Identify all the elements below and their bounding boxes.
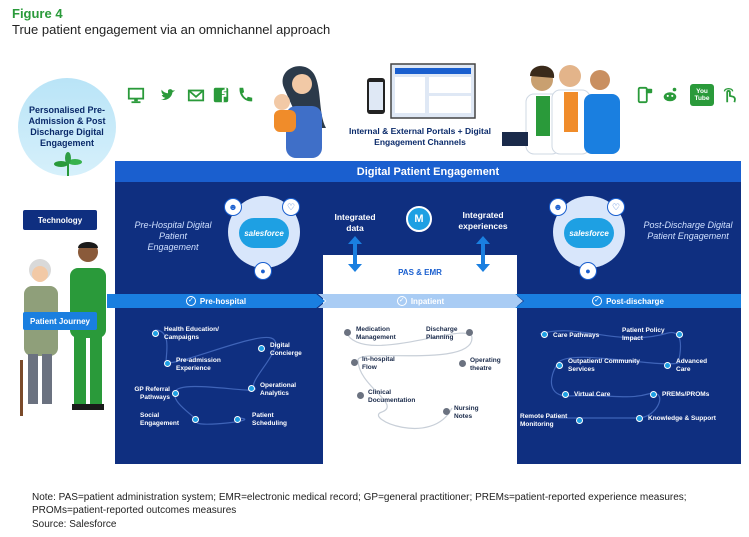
youtube-text: You Tube	[694, 88, 710, 102]
in-step-in-hospital-flow: In-hospital Flow	[362, 356, 395, 371]
post-step-outpatient-community: Outpatient/ Community Services	[568, 358, 640, 373]
post-step-prems-proms: PREMs/PROMs	[662, 391, 710, 398]
in-step-dot	[459, 360, 466, 367]
digital-patient-engagement-header: Digital Patient Engagement	[115, 161, 741, 182]
mother-child-illustration	[274, 66, 326, 158]
salesforce-text-right: salesforce	[569, 228, 609, 238]
post-step-remote-monitoring: Remote Patient Monitoring	[520, 413, 568, 428]
check-icon: ✓	[396, 296, 407, 306]
pas-emr-label: PAS & EMR	[398, 268, 442, 277]
salesforce-logo-right: salesforce	[564, 218, 614, 248]
post-step-dot	[541, 331, 548, 338]
people-icon: ☻	[549, 198, 567, 216]
clinicians-illustration	[502, 65, 620, 155]
post-step-virtual-care: Virtual Care	[574, 391, 611, 398]
pre-step-pre-admission: Pre-admission Experience	[176, 357, 221, 372]
integrated-data-arrow	[348, 236, 362, 272]
pre-step-dot	[192, 416, 199, 423]
pre-step-dot	[234, 416, 241, 423]
inpatient-path	[345, 331, 473, 429]
pre-step-gp-referral: GP Referral Pathways	[134, 386, 170, 401]
figure-note: Note: PAS=patient administration system;…	[32, 492, 687, 516]
post-step-dot	[676, 331, 683, 338]
band-inpatient-text: Inpatient	[410, 296, 445, 306]
post-step-dot	[664, 362, 671, 369]
check-icon: ✓	[185, 296, 196, 306]
phone-icon	[236, 86, 254, 104]
portal-devices-illustration	[367, 63, 476, 119]
band-post-discharge-text: Post-discharge	[606, 296, 664, 306]
patient-nurse-illustration	[20, 242, 106, 416]
mulesoft-glyph: M	[414, 213, 424, 225]
touch-icon	[720, 86, 738, 104]
integrated-data-label: Integrated data	[334, 212, 376, 233]
band-pre-hospital: ✓ Pre-hospital	[107, 294, 325, 308]
pre-step-dot	[172, 390, 179, 397]
in-step-nursing-notes: Nursing Notes	[454, 405, 479, 420]
plant-icon	[54, 152, 82, 176]
dpe-title: Digital Patient Engagement	[356, 165, 500, 178]
portals-caption: Internal & External Portals + Digital En…	[349, 126, 491, 147]
salesforce-logo-left: salesforce	[239, 218, 289, 248]
in-step-dot	[357, 392, 364, 399]
in-step-dot	[466, 329, 473, 336]
post-step-dot	[576, 417, 583, 424]
pre-step-dot	[258, 345, 265, 352]
figure-label: Figure 4	[12, 6, 63, 21]
band-pre-hospital-text: Pre-hospital	[199, 296, 247, 306]
post-discharge-label: Post-Discharge Digital Patient Engagemen…	[643, 220, 733, 241]
reddit-icon	[661, 86, 679, 104]
band-inpatient: ✓ Inpatient	[318, 294, 523, 308]
technology-text: Technology	[37, 215, 83, 225]
pre-step-dot	[164, 360, 171, 367]
pre-step-patient-scheduling: Patient Scheduling	[252, 412, 288, 427]
engagement-badge-text: Personalised Pre-Admission & Post Discha…	[28, 105, 106, 148]
figure-source: Source: Salesforce	[32, 519, 117, 530]
in-step-clinical-documentation: Clinical Documentation	[368, 389, 416, 404]
patient-journey-text: Patient Journey	[29, 316, 90, 326]
monitor-icon	[127, 86, 145, 104]
mulesoft-logo-icon: M	[406, 206, 432, 232]
pre-step-dot	[152, 330, 159, 337]
in-step-dot	[351, 359, 358, 366]
mobile-chat-icon	[636, 86, 654, 104]
integrated-experiences-label: Integrated experiences	[458, 210, 508, 231]
patient-journey-label: Patient Journey	[23, 312, 97, 330]
post-step-dot	[636, 415, 643, 422]
pre-step-digital-concierge: Digital Concierge	[270, 342, 302, 357]
post-step-care-pathways: Care Pathways	[553, 332, 600, 339]
pre-step-health-education: Health Education/ Campaigns	[164, 326, 219, 341]
post-discharge-path	[539, 330, 682, 419]
pre-step-social-engagement: Social Engagement	[140, 412, 180, 427]
location-pin-icon: ●	[254, 262, 272, 280]
pre-hospital-label: Pre-Hospital Digital Patient Engagement	[134, 220, 212, 252]
location-pin-icon: ●	[579, 262, 597, 280]
heart-icon: ♡	[607, 198, 625, 216]
pre-step-operational-analytics: Operational Analytics	[260, 382, 297, 397]
twitter-icon	[159, 86, 177, 104]
in-step-operating-theatre: Operating theatre	[470, 357, 501, 372]
salesforce-text-left: salesforce	[244, 228, 284, 238]
check-icon: ✓	[592, 296, 603, 306]
post-step-knowledge-support: Knowledge & Support	[648, 415, 716, 422]
technology-label: Technology	[23, 210, 97, 230]
in-step-discharge-planning: Discharge Planning	[426, 326, 458, 341]
youtube-icon: You Tube	[690, 84, 714, 106]
post-step-dot	[650, 391, 657, 398]
post-step-patient-policy: Patient Policy Impact	[622, 327, 665, 342]
post-step-dot	[556, 362, 563, 369]
integrated-experiences-arrow	[476, 236, 490, 272]
post-step-dot	[562, 391, 569, 398]
pre-step-dot	[248, 385, 255, 392]
people-icon: ☻	[224, 198, 242, 216]
in-step-dot	[344, 329, 351, 336]
mail-icon	[187, 86, 205, 104]
in-step-dot	[443, 408, 450, 415]
in-step-medication-management: Medication Management	[356, 326, 396, 341]
figure-title: True patient engagement via an omnichann…	[12, 22, 331, 37]
facebook-icon	[212, 86, 230, 104]
band-post-discharge: ✓ Post-discharge	[515, 294, 741, 308]
post-step-advanced-care: Advanced Care	[676, 358, 708, 373]
heart-icon: ♡	[282, 198, 300, 216]
